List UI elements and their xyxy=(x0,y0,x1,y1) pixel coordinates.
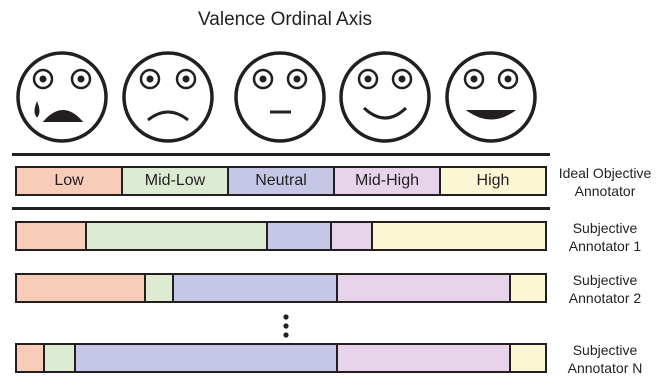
annotator-3-segment-low xyxy=(17,345,45,371)
ideal-segment-label: Low xyxy=(54,172,84,189)
annotator-3-segment-neutral xyxy=(75,345,338,371)
neutral-face-icon xyxy=(234,51,326,143)
annotator-2-segment-neutral xyxy=(174,275,338,301)
annotator-1-bar xyxy=(15,221,547,251)
ideal-annotator-label: Ideal Objective Annotator xyxy=(552,164,658,200)
ideal-segment-mid-high: Mid-High xyxy=(335,168,441,194)
ideal-annotator-bar: Low Mid-Low Neutral Mid-High High xyxy=(15,166,547,196)
face-row xyxy=(16,51,537,143)
annotator-1-segment-neutral xyxy=(268,223,333,249)
ideal-segment-neutral: Neutral xyxy=(229,168,335,194)
ellipsis-dots-icon xyxy=(283,314,289,338)
diagram-title: Valence Ordinal Axis xyxy=(198,9,372,30)
sad-face-icon xyxy=(122,51,214,143)
ideal-segment-label: Mid-Low xyxy=(144,172,206,189)
annotator-n-bar xyxy=(15,343,547,373)
middle-divider xyxy=(12,207,550,210)
top-divider xyxy=(12,153,550,156)
crying-sad-face-icon xyxy=(16,51,108,143)
annotator-2-segment-mid-low xyxy=(146,275,175,301)
annotator-n-label: Subjective Annotator N xyxy=(552,341,658,377)
annotator-3-segment-mid-high xyxy=(337,345,512,371)
ideal-segment-low: Low xyxy=(17,168,123,194)
annotator-2-segment-mid-high xyxy=(337,275,512,301)
annotator-n-label-line2: Annotator N xyxy=(567,360,643,376)
annotator-1-label-line1: Subjective xyxy=(572,220,638,236)
annotator-n-label-line1: Subjective xyxy=(572,342,638,358)
ideal-segment-mid-low: Mid-Low xyxy=(123,168,229,194)
annotator-1-segment-mid-high xyxy=(332,223,374,249)
annotator-1-label: Subjective Annotator 1 xyxy=(552,219,658,255)
annotator-2-bar xyxy=(15,273,547,303)
annotator-1-label-line2: Annotator 1 xyxy=(568,238,642,254)
annotator-3-segment-mid-low xyxy=(45,345,76,371)
annotator-2-label: Subjective Annotator 2 xyxy=(552,271,658,307)
annotator-2-segment-high xyxy=(511,275,545,301)
ideal-segment-high: High xyxy=(441,168,545,194)
smiling-face-icon xyxy=(339,51,431,143)
annotator-1-segment-low xyxy=(17,223,87,249)
annotator-2-label-line2: Annotator 2 xyxy=(568,290,642,306)
annotator-3-segment-high xyxy=(511,345,545,371)
ideal-segment-label: Neutral xyxy=(255,172,307,189)
annotator-1-segment-high xyxy=(373,223,545,249)
ideal-label-line1: Ideal Objective xyxy=(558,165,652,181)
ideal-label-line2: Annotator xyxy=(574,183,636,199)
annotator-2-segment-low xyxy=(17,275,147,301)
ideal-segment-label: Mid-High xyxy=(354,172,419,189)
ideal-segment-label: High xyxy=(476,172,510,189)
happy-face-icon xyxy=(445,51,537,143)
annotator-2-label-line1: Subjective xyxy=(572,272,638,288)
annotator-1-segment-mid-low xyxy=(86,223,268,249)
